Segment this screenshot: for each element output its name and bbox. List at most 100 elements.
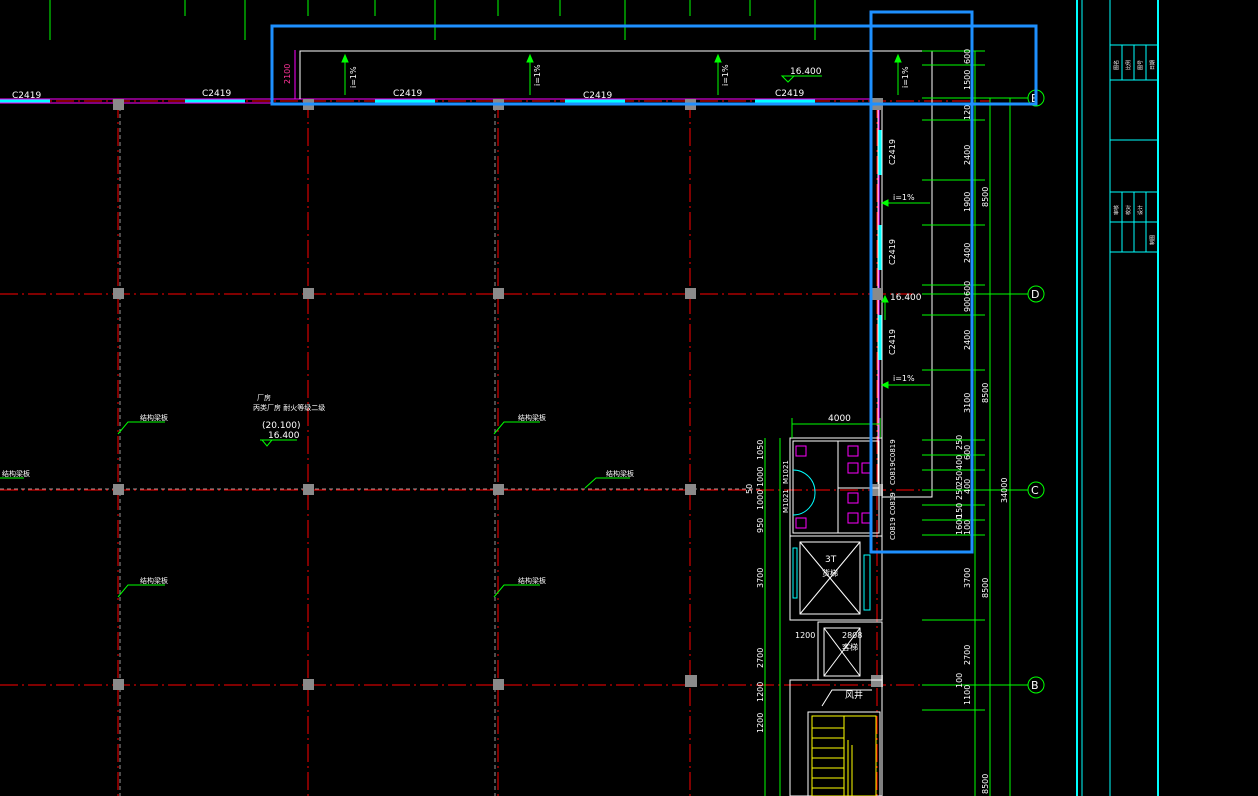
elevator-sub: 货梯: [822, 568, 838, 578]
dim-text: 3700: [963, 568, 972, 588]
window-labels-top: C2419 C2419 C2419 C2419 C2419: [12, 89, 804, 101]
door-code: M1021: [782, 489, 790, 513]
dim-text: 250: [955, 471, 964, 486]
dim-text: 400: [955, 455, 964, 470]
window-code: C0819: [889, 439, 897, 462]
window-code: C0819: [889, 462, 897, 485]
dim-text: 2700: [963, 645, 972, 665]
width-dim-text: 4000: [828, 414, 851, 424]
dim-text: 50: [745, 484, 754, 494]
dim-text: 250: [955, 435, 964, 450]
top-dimension-ticks: [49, 0, 816, 40]
core-block: [789, 437, 883, 796]
dim-text: 150: [955, 503, 964, 518]
axis-grid: [0, 100, 1030, 796]
dim-text: 1050: [756, 440, 765, 460]
beam-label: 结构梁板: [518, 576, 546, 585]
dim-text: 8500: [981, 578, 990, 598]
door-code: M1021: [782, 460, 790, 484]
dim-text: 120: [963, 105, 972, 120]
slope-label: i=1%: [893, 193, 915, 202]
slope-labels: i=1% i=1% i=1% i=1% i=1% i=1%: [349, 64, 915, 383]
dim-text: 600: [963, 49, 972, 64]
beam-leaders: [0, 421, 630, 598]
dim-text: 3700: [756, 568, 765, 588]
door-swings: [792, 469, 871, 611]
selection-box-top[interactable]: [270, 24, 1038, 106]
dim-text: 100: [955, 673, 964, 688]
window-code: C0819: [889, 492, 897, 515]
window-label: C2419: [393, 89, 422, 99]
core-left-dims: [764, 438, 781, 796]
elevation-top: 16.400: [780, 67, 822, 83]
dim-text: 2400: [963, 330, 972, 350]
beam-label: 结构梁板: [2, 469, 30, 478]
dim-text: 3100: [963, 393, 972, 413]
dim-text: 34000: [1000, 478, 1009, 503]
slope-label: i=1%: [901, 66, 910, 88]
dim-text: 1500: [963, 70, 972, 90]
elevation-right: 16.400: [890, 293, 922, 303]
dim-text: 950: [756, 518, 765, 533]
dim-1200-text: 1200: [795, 631, 815, 640]
dim-text: 1200: [756, 713, 765, 733]
selection-highlights: [270, 10, 1038, 554]
room-label-group: 厂房 丙类厂房 耐火等级二级 (20.100) 16.400: [253, 393, 325, 447]
window-label: C2419: [888, 139, 897, 165]
elevation-top-text: 16.400: [790, 67, 822, 77]
dim-text: 900: [963, 297, 972, 312]
slope-arrows: [341, 53, 930, 389]
beam-lines: [0, 100, 760, 796]
slope-label: i=1%: [893, 374, 915, 383]
right-dim-text-outer: 8500 8500 34000 8500 8500: [981, 187, 1009, 794]
axis-bubble-label: D: [1031, 288, 1039, 301]
dim-text: 400: [963, 479, 972, 494]
right-dim-text-inner: 600 1500 120 2400 1900 2400 600 900 2400…: [955, 49, 972, 705]
window-label: C2419: [202, 89, 231, 99]
title-block-cell: 制图: [1149, 235, 1156, 245]
right-wall: [877, 104, 882, 500]
room-label-line1: 厂房: [257, 393, 271, 402]
window-label: C2419: [12, 91, 41, 101]
shaft-diagonal: [821, 689, 872, 707]
axis-bubbles: E D C B: [1015, 89, 1045, 694]
dim-text: 8500: [981, 774, 990, 794]
title-block-cell: 图名: [1113, 60, 1120, 70]
dim-text: 2400: [963, 243, 972, 263]
right-dim-lines: [922, 50, 1015, 796]
dim-text: 600: [963, 281, 972, 296]
beam-label: 结构梁板: [140, 576, 168, 585]
selection-box-right[interactable]: [869, 10, 974, 554]
dim-text: 1600: [955, 515, 964, 535]
beam-label: 结构梁板: [140, 413, 168, 422]
lift2-label: 2808: [842, 631, 862, 640]
title-block-cell: 日期: [1150, 60, 1156, 70]
shaft-label: 风井: [845, 689, 863, 701]
slope-label: i=1%: [721, 64, 730, 86]
toilet-fixtures: [795, 445, 873, 529]
roof-outline: [299, 50, 933, 498]
dim-text: 1200: [756, 682, 765, 702]
pink-dimension: 2100: [283, 50, 296, 99]
width-dimension: [791, 418, 881, 438]
window-code: C0819: [889, 517, 897, 540]
sheet-border: [1076, 0, 1159, 796]
core-left-dim-text: 1050 1000 50 1000 950 3700 2700 1200 120…: [745, 440, 765, 733]
beam-label: 结构梁板: [606, 469, 634, 478]
dim-text: 100: [963, 520, 972, 535]
dim-text: 2400: [963, 145, 972, 165]
dim-text: 1000: [756, 490, 765, 510]
slope-label: i=1%: [349, 66, 358, 88]
dim-text: 2700: [756, 648, 765, 668]
title-block: [1110, 44, 1158, 253]
title-block-cell: 校对: [1125, 205, 1132, 215]
title-block-cell: 图号: [1138, 60, 1144, 70]
slope-label: i=1%: [533, 64, 542, 86]
dim-text: 8500: [981, 383, 990, 403]
axis-bubble-label: C: [1031, 484, 1039, 497]
window-label: C2419: [583, 91, 612, 101]
window-labels-right: C2419 C2419 C2419: [888, 139, 897, 355]
axis-bubble-label: B: [1031, 679, 1039, 692]
lift2-sub: 客梯: [842, 642, 858, 652]
